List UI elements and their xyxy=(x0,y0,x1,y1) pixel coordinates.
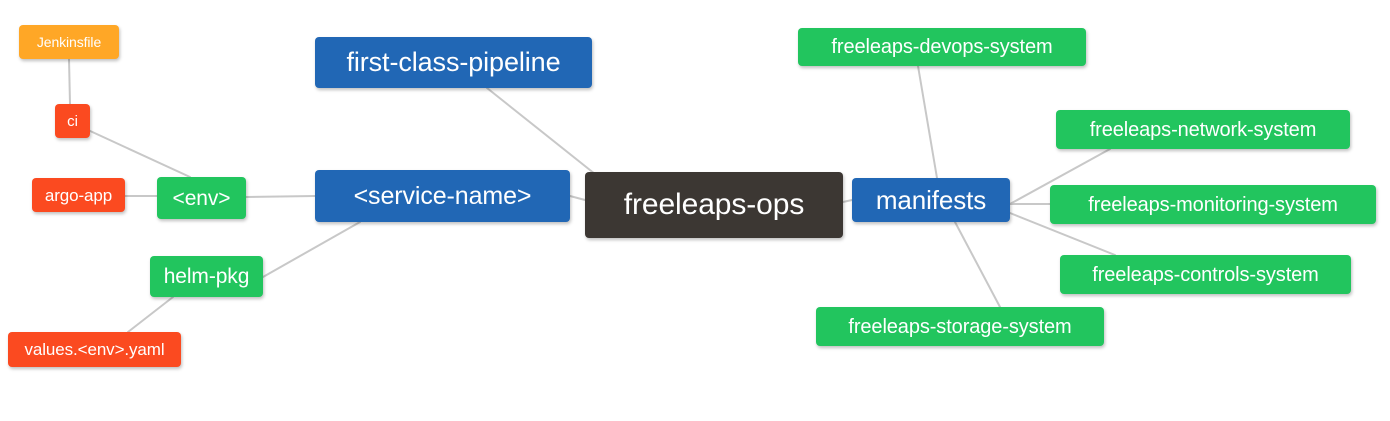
mindmap-node-ci[interactable]: ci xyxy=(55,104,90,138)
edge-freeleaps-ops-to-service-name xyxy=(569,195,586,201)
edge-manifests-to-freeleaps-storage-system xyxy=(954,221,1001,308)
mindmap-node-freeleaps-controls-system[interactable]: freeleaps-controls-system xyxy=(1060,255,1351,294)
mindmap-node-first-class-pipeline[interactable]: first-class-pipeline xyxy=(315,37,592,88)
mindmap-node-freeleaps-devops-system[interactable]: freeleaps-devops-system xyxy=(798,28,1086,66)
edge-env-to-ci xyxy=(87,129,191,178)
edge-service-name-to-helm-pkg xyxy=(262,221,361,278)
edge-helm-pkg-to-values-env-yaml xyxy=(127,296,174,333)
mindmap-node-freeleaps-ops[interactable]: freeleaps-ops xyxy=(585,172,843,238)
mindmap-node-freeleaps-storage-system[interactable]: freeleaps-storage-system xyxy=(816,307,1104,346)
edge-freeleaps-ops-to-first-class-pipeline xyxy=(486,87,601,179)
edge-service-name-to-env xyxy=(245,195,316,198)
mindmap-node-freeleaps-monitoring-system[interactable]: freeleaps-monitoring-system xyxy=(1050,185,1376,224)
mindmap-node-values-env-yaml[interactable]: values.<env>.yaml xyxy=(8,332,181,367)
edge-freeleaps-ops-to-manifests xyxy=(842,199,853,203)
mindmap-node-jenkinsfile[interactable]: Jenkinsfile xyxy=(19,25,119,59)
mindmap-node-service-name[interactable]: <service-name> xyxy=(315,170,570,222)
mindmap-node-manifests[interactable]: manifests xyxy=(852,178,1010,222)
mindmap-node-env[interactable]: <env> xyxy=(157,177,246,219)
mindmap-node-argo-app[interactable]: argo-app xyxy=(32,178,125,212)
edge-manifests-to-freeleaps-devops-system xyxy=(917,65,938,179)
mindmap-node-freeleaps-network-system[interactable]: freeleaps-network-system xyxy=(1056,110,1350,149)
edge-ci-to-jenkinsfile xyxy=(68,58,71,105)
mindmap-node-helm-pkg[interactable]: helm-pkg xyxy=(150,256,263,297)
